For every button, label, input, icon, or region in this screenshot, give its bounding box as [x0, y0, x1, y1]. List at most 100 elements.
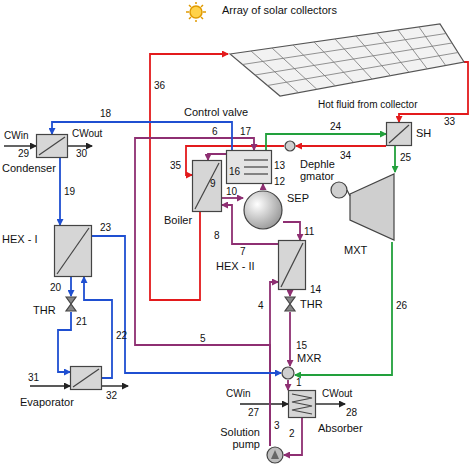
- stream-number: 10: [226, 186, 237, 197]
- flow-line: [283, 222, 300, 240]
- equipment-name: Boiler: [164, 214, 192, 226]
- flow-line: [394, 146, 396, 172]
- stream-number: 30: [76, 148, 87, 159]
- stream-number: 22: [116, 330, 127, 341]
- flow-line: [70, 277, 72, 296]
- stream-number: 4: [258, 300, 264, 311]
- flow-line: [52, 122, 232, 150]
- flow-note: Hot fluid from collector: [318, 99, 417, 110]
- equipment-node: Evaporator: [70, 366, 102, 390]
- stream-number: 9: [210, 178, 216, 189]
- equipment-name: Dephle gmator: [300, 158, 346, 182]
- stream-number: 28: [346, 407, 357, 418]
- equipment-node: SH: [386, 122, 412, 146]
- stream-number: 34: [340, 150, 351, 161]
- equipment-node: Condenser: [36, 134, 68, 158]
- stream-number: 23: [100, 222, 111, 233]
- hx-symbol: [36, 134, 68, 158]
- equipment-name: THR: [300, 298, 323, 310]
- stream-number: 24: [330, 121, 341, 132]
- equipment-name: HEX - II: [216, 260, 255, 272]
- circ-symbol: [284, 140, 296, 152]
- equipment-name: SH: [416, 127, 431, 139]
- flow-line: [262, 184, 264, 190]
- flow-line: [92, 236, 281, 373]
- flow-note: CWin: [226, 388, 250, 399]
- flow-line: [266, 134, 386, 150]
- sun-symbol: [186, 2, 206, 22]
- turbine-symbol: [330, 172, 398, 242]
- stream-number: 6: [212, 126, 218, 137]
- equipment-name: MXT: [344, 244, 367, 256]
- hx-symbol: [386, 122, 412, 146]
- stream-number: 25: [400, 152, 411, 163]
- stream-number: 27: [248, 407, 259, 418]
- equipment-node: HEX - II: [278, 240, 306, 290]
- flow-line: [289, 312, 291, 366]
- stream-number: 3: [274, 420, 280, 431]
- stream-number: 18: [100, 108, 111, 119]
- equipment-name: Absorber: [318, 422, 363, 434]
- stream-number: 14: [310, 284, 321, 295]
- equipment-name: THR: [33, 304, 56, 316]
- stream-number: 20: [50, 282, 61, 293]
- pump-symbol: [266, 446, 284, 464]
- hx-symbol: [54, 225, 92, 277]
- flow-note: CWout: [72, 128, 102, 139]
- flow-line: [289, 290, 291, 296]
- hx-symbol: [278, 240, 306, 290]
- equipment-node: SEP: [243, 190, 283, 230]
- equipment-node: Solution pump: [266, 446, 284, 464]
- stream-number: 16: [229, 166, 240, 177]
- stream-number: 29: [18, 148, 29, 159]
- valve-symbol: [65, 296, 77, 312]
- stream-number: 1: [296, 377, 302, 388]
- hx-symbol: [70, 366, 102, 390]
- flow-line: [296, 145, 386, 147]
- equipment-node: HEX - I: [54, 225, 92, 277]
- equipment-node: MXR: [281, 366, 295, 380]
- equipment-name: Solution pump: [200, 426, 260, 450]
- equipment-node: Control valve: [284, 140, 296, 152]
- valve-symbol: [284, 296, 296, 312]
- equipment-node: Array of solar collectors: [228, 22, 464, 96]
- stream-number: 13: [274, 160, 285, 171]
- stream-number: 12: [274, 176, 285, 187]
- stream-number: 36: [154, 80, 165, 91]
- equipment-name: Condenser: [2, 162, 56, 174]
- equipment-node: THR: [65, 296, 77, 312]
- equipment-node: Boiler: [192, 160, 222, 212]
- flow-line: [295, 242, 392, 375]
- stream-number: 8: [214, 230, 220, 241]
- stream-number: 21: [76, 316, 87, 327]
- stream-number: 31: [28, 372, 39, 383]
- flow-note: CWin: [4, 130, 28, 141]
- stream-number: 17: [240, 126, 251, 137]
- equipment-name: SEP: [287, 192, 309, 204]
- flow-line: [84, 277, 112, 378]
- flow-line: [222, 197, 243, 199]
- stream-number: 33: [444, 116, 455, 127]
- stream-number: 15: [296, 340, 307, 351]
- flow-line: [59, 158, 61, 225]
- cooling-water-line: [4, 146, 345, 404]
- equipment-node: THR: [284, 296, 296, 312]
- stream-number: 5: [200, 333, 206, 344]
- stream-number: 26: [396, 300, 407, 311]
- equipment-node: Absorber: [288, 390, 316, 418]
- equipment-node: MXT: [330, 172, 398, 242]
- flow-line: [287, 380, 289, 390]
- stream-number: 32: [106, 390, 117, 401]
- stream-number: 11: [304, 226, 314, 237]
- equipment-name: HEX - I: [2, 233, 37, 245]
- stream-number: 19: [64, 186, 75, 197]
- hx-symbol: [192, 160, 222, 212]
- circ-symbol: [281, 366, 295, 380]
- flow-line: [135, 138, 270, 446]
- equipment-name: Array of solar collectors: [222, 4, 337, 16]
- stream-number: 7: [240, 246, 246, 257]
- equipment-name: Evaporator: [20, 396, 74, 408]
- sep-symbol: [243, 190, 283, 230]
- flow-note: CWout: [322, 388, 352, 399]
